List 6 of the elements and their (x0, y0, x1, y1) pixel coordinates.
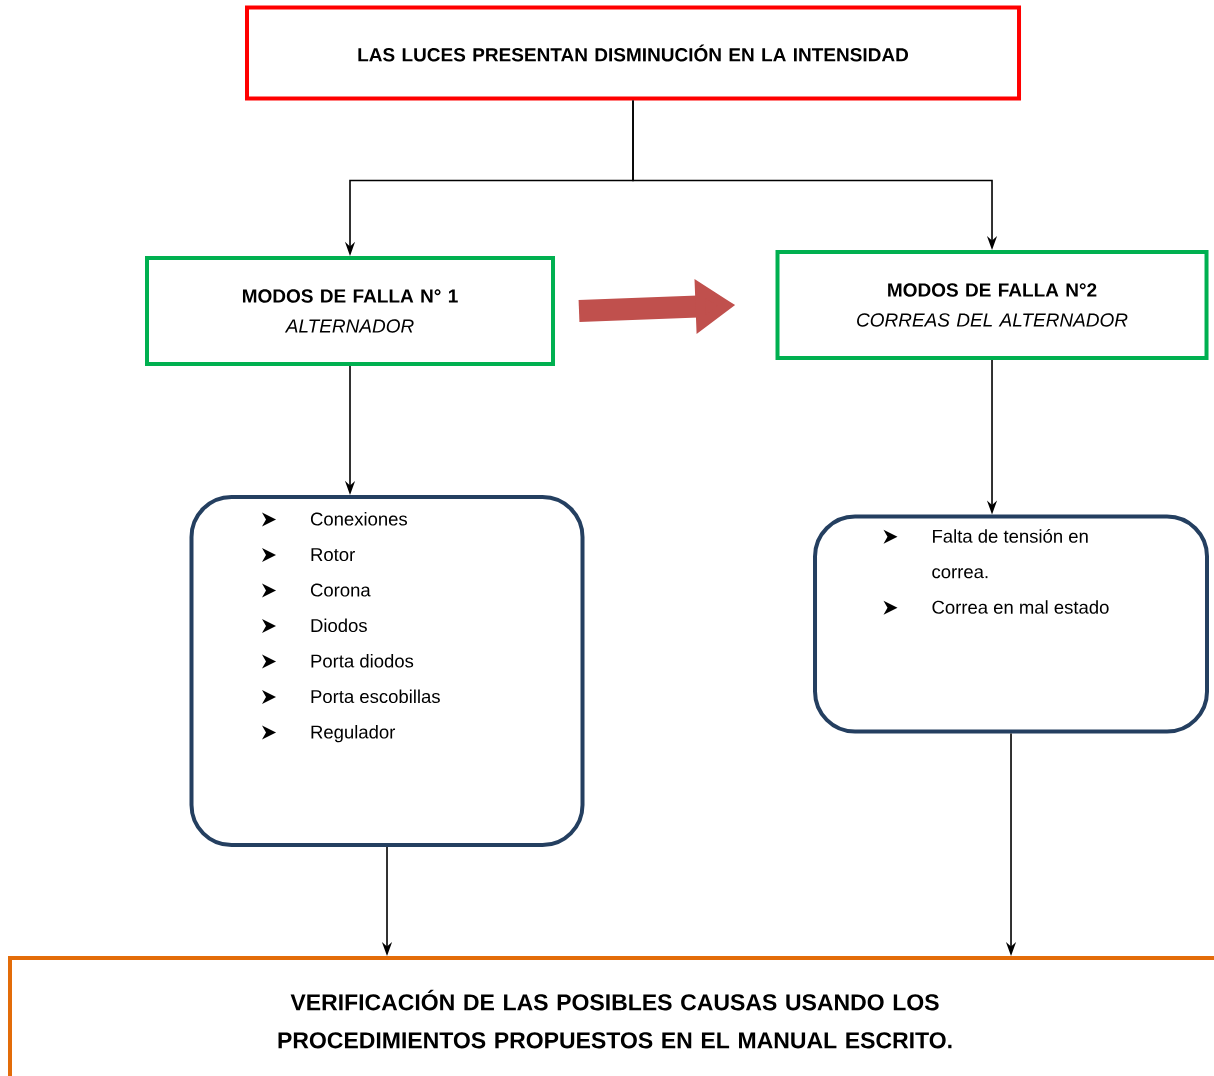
process-box: LAS LUCES PRESENTAN DISMINUCIÓN EN LA INTENSIDAD (245, 5, 1021, 101)
process-box: VERIFICACIÓN DE LAS POSIBLES CAUSAS USANDO LOS PROCEDIMIENTOS PROPUESTOS EN EL MANUAL ESCRITO. (8, 956, 1214, 1076)
list-box: Falta de tensión en correa. Correa en mal estado (813, 514, 1209, 734)
list-box: Conexiones Rotor Corona Diodos Porta diodos Porta escobillas Regulador (189, 495, 585, 847)
process-box: MODOS DE FALLA N°2 CORREAS DEL ALTERNADOR (775, 250, 1209, 360)
process-box: MODOS DE FALLA N° 1 ALTERNADOR (145, 256, 555, 366)
